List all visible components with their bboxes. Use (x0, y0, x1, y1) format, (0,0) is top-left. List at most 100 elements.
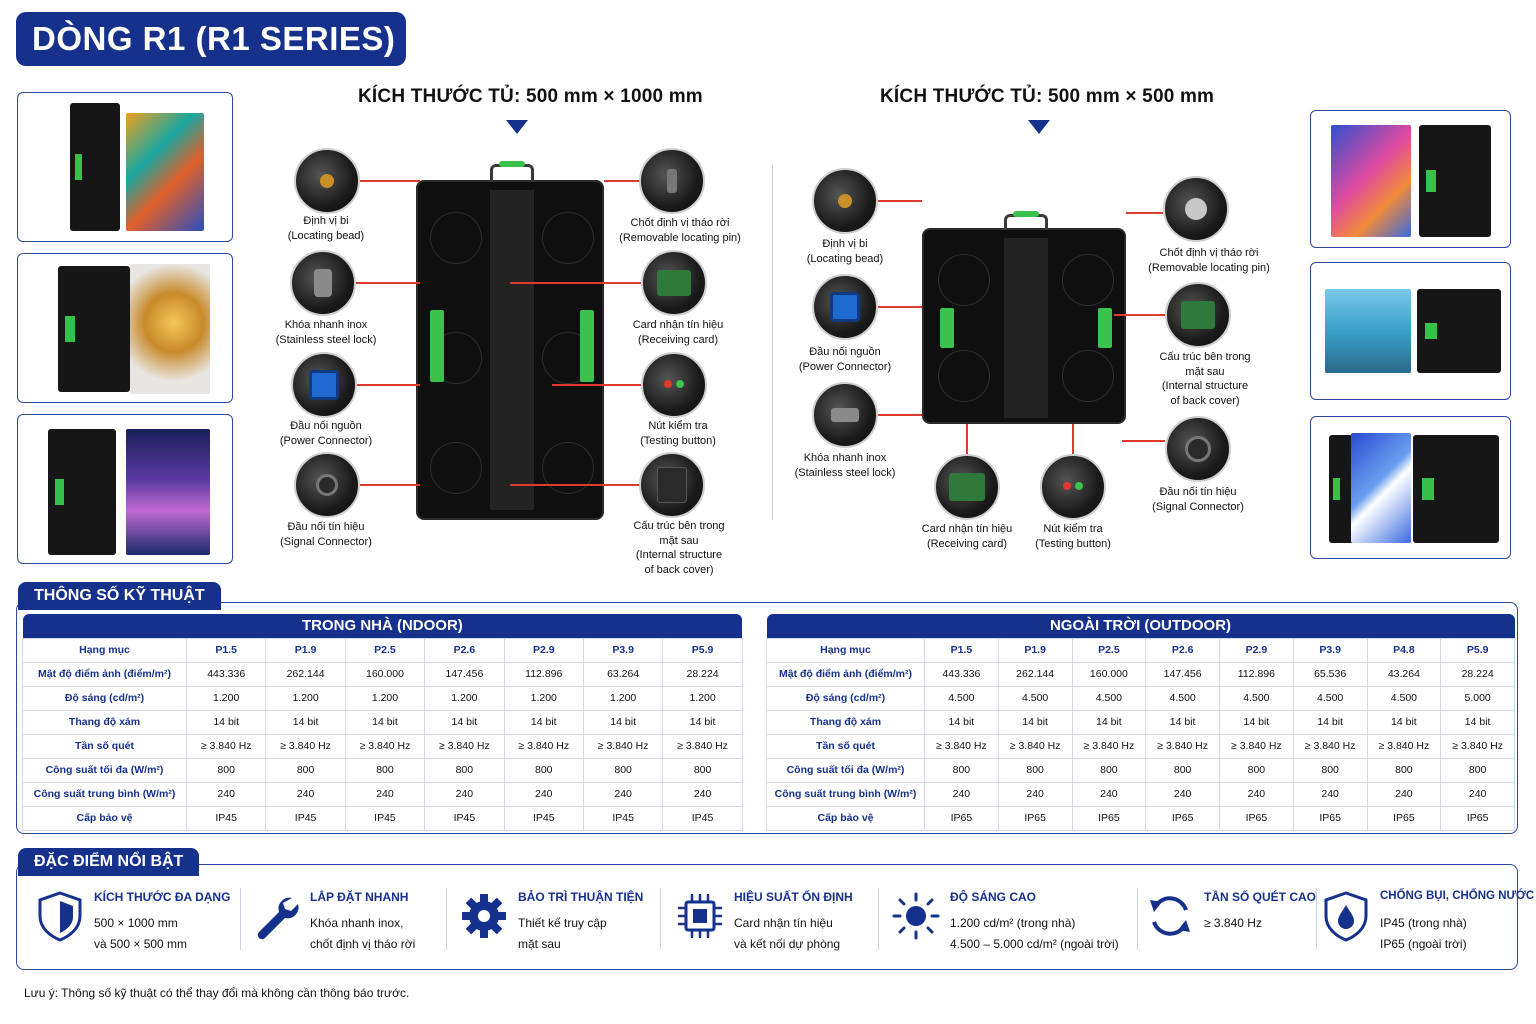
value-cell: 14 bit (1440, 709, 1515, 735)
feature-item: LẮP ĐẶT NHANH Khóa nhanh inox, chốt định… (252, 880, 442, 960)
callout-label-vi: Đầu nối nguồn (290, 420, 362, 432)
value-cell: 14 bit (997, 709, 1073, 735)
callout-label-en: (Locating bead) (806, 252, 884, 265)
value-cell: 14 bit (1292, 709, 1368, 735)
value-cell: ≥ 3.840 Hz (997, 733, 1073, 759)
diagram-divider (772, 165, 773, 520)
value-cell: 800 (1440, 757, 1515, 783)
locating-pin-icon (1163, 176, 1229, 242)
header-cell-pitch: P4.8 (1366, 637, 1442, 663)
value-cell: 240 (424, 781, 505, 807)
value-cell: 240 (265, 781, 346, 807)
chip-icon (678, 894, 722, 938)
value-cell: 800 (424, 757, 505, 783)
value-cell: ≥ 3.840 Hz (424, 733, 505, 759)
value-cell: 4.500 (1145, 685, 1220, 711)
callout-label-vi: Card nhận tín hiệu (921, 523, 1013, 535)
callout-label-en: (Receiving card) (926, 537, 1008, 550)
specs-heading: THÔNG SỐ KỸ THUẬT (18, 582, 221, 610)
callout-label-en: (Power Connector) (279, 434, 373, 447)
value-cell: ≥ 3.840 Hz (1219, 733, 1294, 759)
testing-button-icon (1040, 454, 1106, 520)
value-cell: 800 (997, 757, 1073, 783)
value-cell: 262.144 (997, 661, 1073, 687)
value-cell: IP65 (1219, 805, 1294, 831)
feature-item: HIỆU SUẤT ỔN ĐỊNH Card nhận tín hiệu và … (676, 880, 876, 960)
value-cell: ≥ 3.840 Hz (503, 733, 584, 759)
value-cell: 240 (997, 781, 1073, 807)
value-cell: 240 (344, 781, 426, 807)
left-cabinet-heading: KÍCH THƯỚC TỦ: 500 mm × 1000 mm (358, 86, 703, 107)
feature-title: ĐỘ SÁNG CAO (950, 890, 1037, 904)
value-cell: 800 (1145, 757, 1220, 783)
header-cell-pitch: P2.6 (424, 637, 505, 663)
value-cell: 240 (1219, 781, 1294, 807)
feature-item: ĐỘ SÁNG CAO 1.200 cd/m² (trong nhà) 4.50… (892, 880, 1132, 960)
value-cell: 800 (265, 757, 346, 783)
feature-title: TẦN SỐ QUÉT CAO (1204, 890, 1317, 904)
callout-label-vi: Khóa nhanh inox (284, 319, 368, 331)
callout-label-vi: Đầu nối nguồn (809, 346, 881, 358)
feature-line: IP45 (trong nhà) (1380, 916, 1467, 930)
power-connector-icon (291, 352, 357, 418)
callout-label-en: (Testing button) (640, 434, 716, 447)
header-cell-pitch: P2.5 (344, 637, 426, 663)
row-label-cell: Thang độ xám (22, 709, 187, 735)
value-cell: 240 (503, 781, 584, 807)
value-cell: 14 bit (582, 709, 664, 735)
value-cell: IP65 (997, 805, 1073, 831)
value-cell: ≥ 3.840 Hz (1440, 733, 1515, 759)
product-photo-5 (1310, 262, 1511, 400)
value-cell: 443.336 (924, 661, 999, 687)
header-cell-pitch: P5.9 (1440, 637, 1515, 663)
callout-label-en: (Locating bead) (287, 229, 365, 242)
header-cell-pitch: P5.9 (662, 637, 743, 663)
feature-line: 500 × 1000 mm (94, 916, 178, 930)
product-photo-1 (17, 92, 233, 242)
value-cell: 1.200 (344, 685, 426, 711)
left-down-arrow-icon (506, 120, 528, 134)
row-label-cell: Công suất tối đa (W/m²) (766, 757, 925, 783)
value-cell: 800 (1071, 757, 1147, 783)
feature-title: LẮP ĐẶT NHANH (310, 890, 409, 904)
row-label-cell: Tần số quét (766, 733, 925, 759)
callout-label-vi: Đầu nối tín hiệu (287, 521, 365, 533)
right-down-arrow-icon (1028, 120, 1050, 134)
value-cell: IP45 (424, 805, 505, 831)
value-cell: 14 bit (344, 709, 426, 735)
table-row: Tần số quét≥ 3.840 Hz≥ 3.840 Hz≥ 3.840 H… (766, 733, 1515, 759)
indoor-table-title: TRONG NHÀ (NDOOR) (22, 614, 743, 638)
value-cell: 160.000 (344, 661, 426, 687)
specs-frame (16, 602, 1518, 834)
stainless-lock-icon (290, 250, 356, 316)
header-cell-pitch: P3.9 (1292, 637, 1368, 663)
feature-line: và kết nối dự phòng (734, 937, 841, 951)
features-heading: ĐẶC ĐIỂM NỔI BẬT (18, 848, 200, 876)
value-cell: 14 bit (1219, 709, 1294, 735)
value-cell: 14 bit (265, 709, 346, 735)
row-label-cell: Cấp bảo vệ (766, 805, 925, 831)
callout-label-vi: mặt sau (659, 534, 699, 547)
callout-label-vi: Định vị bi (303, 215, 349, 227)
value-cell: 14 bit (1366, 709, 1442, 735)
row-label-cell: Tần số quét (22, 733, 187, 759)
feature-line: và 500 × 500 mm (94, 937, 188, 951)
feature-item: KÍCH THƯỚC ĐA DẠNG 500 × 1000 mm và 500 … (36, 880, 236, 960)
value-cell: ≥ 3.840 Hz (1292, 733, 1368, 759)
outdoor-table-title: NGOÀI TRỜI (OUTDOOR) (766, 614, 1515, 638)
row-label-cell: Công suất tối đa (W/m²) (22, 757, 187, 783)
callout-label-en: (Removable locating pin) (619, 231, 741, 244)
value-cell: 1.200 (503, 685, 584, 711)
row-label-cell: Cấp bảo vệ (22, 805, 187, 831)
value-cell: ≥ 3.840 Hz (1145, 733, 1220, 759)
feature-title: KÍCH THƯỚC ĐA DẠNG (94, 890, 231, 904)
sun-icon (892, 892, 940, 940)
